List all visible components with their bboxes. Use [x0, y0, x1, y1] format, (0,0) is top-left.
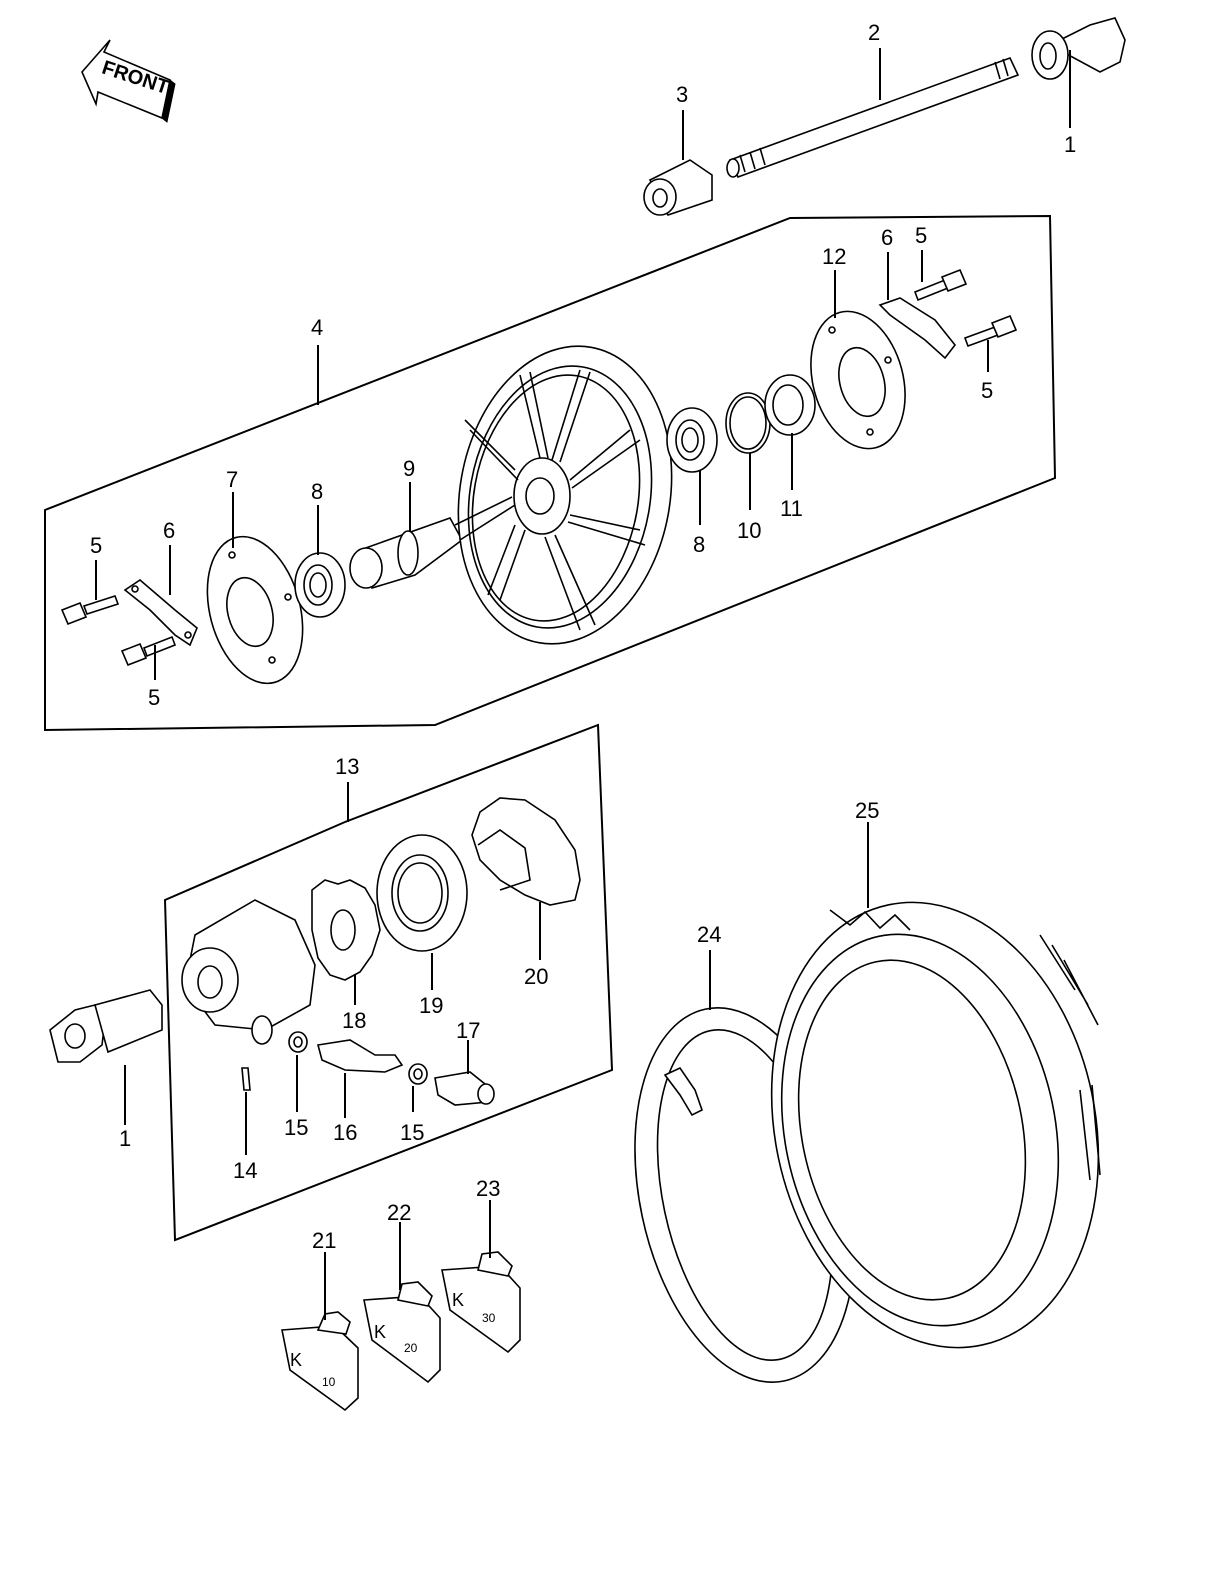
weight-value-21: 10 — [322, 1375, 336, 1389]
callout-4: 4 — [311, 315, 323, 340]
callout-16: 16 — [333, 1120, 357, 1145]
lock-plate-part-6-right — [878, 297, 957, 360]
callout-23: 23 — [476, 1176, 500, 1201]
hub-assembly-outline — [44, 214, 1057, 732]
callout-labels: 1 2 3 4 5 5 5 5 6 6 7 8 8 9 10 11 12 13 … — [90, 20, 1076, 1253]
callout-22: 22 — [387, 1200, 411, 1225]
callout-6-right: 6 — [881, 225, 893, 250]
bolt-part-5-left-b — [120, 635, 177, 667]
callout-1-bottom: 1 — [119, 1126, 131, 1151]
callout-8-left: 8 — [311, 479, 323, 504]
axle-nut-part-1-top — [1031, 17, 1126, 80]
callout-14: 14 — [233, 1158, 257, 1183]
callout-2: 2 — [868, 20, 880, 45]
callout-21: 21 — [312, 1228, 336, 1253]
circlip-part-10 — [725, 392, 771, 454]
callout-24: 24 — [697, 922, 721, 947]
bearing-part-8-left — [294, 552, 346, 618]
weight-mark-22: K — [374, 1322, 386, 1342]
washer-part-15-left — [288, 1031, 308, 1053]
callout-11: 11 — [780, 496, 803, 521]
callout-1-top: 1 — [1064, 132, 1076, 157]
speedometer-gearbox-housing — [181, 899, 316, 1045]
callout-7: 7 — [226, 467, 238, 492]
pinion-gear-part-16 — [316, 1039, 404, 1073]
washer-part-15-right — [408, 1063, 428, 1085]
weight-mark-23: K — [452, 1290, 464, 1310]
pin-part-14 — [241, 1067, 251, 1091]
callout-13: 13 — [335, 754, 359, 779]
callout-15-right: 15 — [400, 1120, 424, 1145]
lock-plate-part-6-left — [123, 578, 198, 647]
spacer-part-9 — [349, 517, 464, 589]
axle-part-2 — [726, 56, 1020, 179]
weight-mark-21: K — [290, 1350, 302, 1370]
weight-value-22: 20 — [404, 1341, 418, 1355]
callout-10: 10 — [737, 518, 761, 543]
cast-wheel — [454, 345, 673, 645]
callout-25: 25 — [855, 798, 879, 823]
callout-12: 12 — [822, 244, 846, 269]
front-direction-badge: FRONT — [81, 39, 176, 123]
speedometer-gear-outline — [163, 723, 614, 1242]
axle-collar-part-1-bottom — [49, 989, 163, 1063]
disc-mount-part-12 — [810, 310, 906, 450]
callout-5-left-top: 5 — [90, 533, 102, 558]
bolt-part-5-right-a — [913, 268, 968, 302]
bolt-part-5-right-b — [963, 314, 1018, 348]
bolt-part-5-left-a — [60, 595, 120, 626]
callout-9: 9 — [403, 456, 415, 481]
balance-weight-part-21: K 10 — [281, 1311, 359, 1412]
balance-weight-part-22: K 20 — [363, 1281, 441, 1384]
callout-6-left: 6 — [163, 518, 175, 543]
tire-part-25 — [770, 901, 1101, 1349]
oil-seal-part-11 — [764, 374, 816, 436]
callout-5-right-top: 5 — [915, 223, 927, 248]
brake-disc-mount-part-7 — [206, 535, 304, 685]
gear-retainer-part-20 — [471, 797, 581, 906]
bushing-part-17 — [434, 1071, 495, 1106]
callout-8-right: 8 — [693, 532, 705, 557]
callout-15-left: 15 — [284, 1115, 308, 1140]
callout-3: 3 — [676, 82, 688, 107]
speedometer-drive-gear-part-18 — [311, 879, 381, 981]
spacer-part-3 — [643, 159, 713, 216]
callout-5-left-bottom: 5 — [148, 685, 160, 710]
balance-weight-part-23: K 30 — [441, 1251, 521, 1354]
callout-20: 20 — [524, 964, 548, 989]
callout-18: 18 — [342, 1008, 366, 1033]
weight-value-23: 30 — [482, 1311, 496, 1325]
callout-17: 17 — [456, 1018, 480, 1043]
bearing-part-8-right — [666, 407, 718, 473]
oil-seal-part-19 — [376, 834, 468, 952]
callout-19: 19 — [419, 993, 443, 1018]
callout-5-right-bottom: 5 — [981, 378, 993, 403]
callout-leaders — [95, 48, 1071, 1320]
